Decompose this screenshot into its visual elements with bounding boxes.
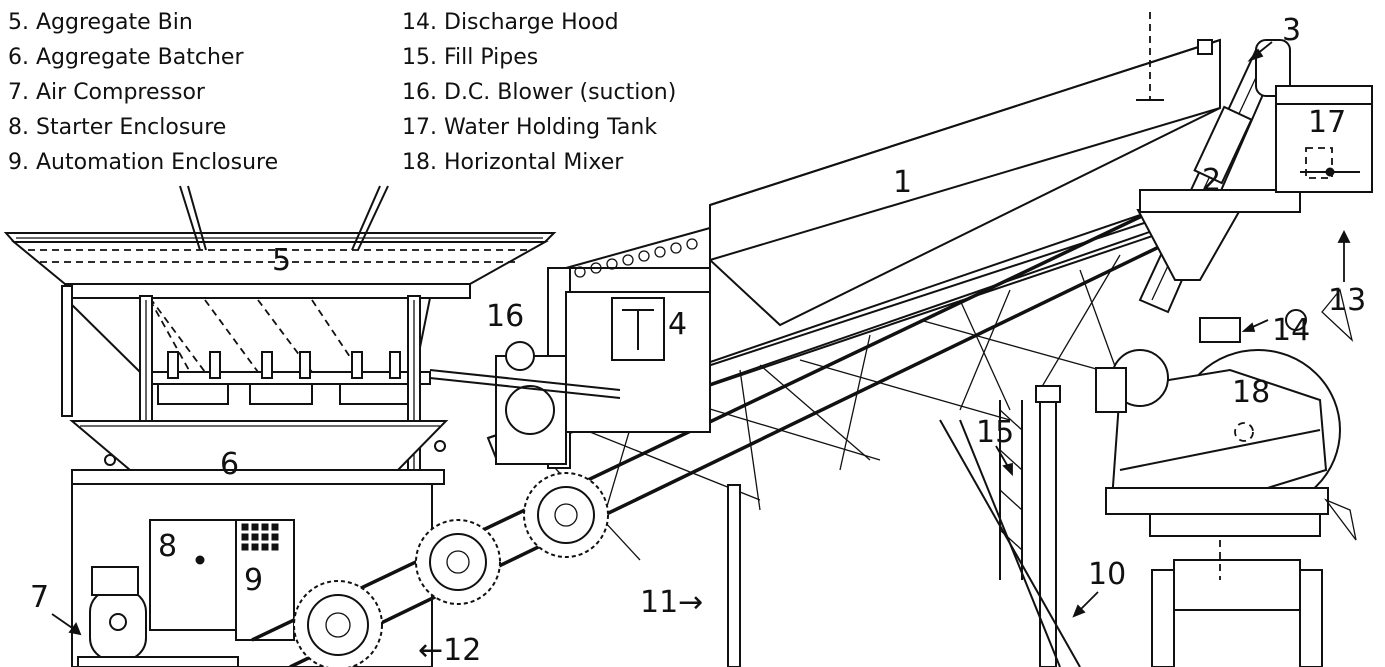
pointer-arrows bbox=[51, 41, 1351, 636]
legend-item-7: 7. Air Compressor bbox=[8, 80, 206, 105]
callout-13: 13 bbox=[1328, 283, 1366, 318]
callouts: 1 2 3 4 5 6 7 8 9 10 11→ ←12 13 14 15 16… bbox=[30, 13, 1366, 667]
callout-15: 15 bbox=[976, 415, 1014, 450]
aggregate-bin bbox=[3, 185, 557, 405]
legend-item-9: 9. Automation Enclosure bbox=[8, 150, 278, 175]
air-compressor bbox=[77, 566, 239, 667]
callout-18: 18 bbox=[1232, 375, 1270, 410]
legend: 5. Aggregate Bin 6. Aggregate Batcher 7.… bbox=[8, 10, 676, 175]
callout-11: 11→ bbox=[640, 585, 703, 620]
callout-1: 1 bbox=[893, 165, 912, 200]
dc-blower bbox=[429, 341, 621, 465]
legend-item-17: 17. Water Holding Tank bbox=[402, 115, 657, 140]
callout-4: 4 bbox=[668, 307, 687, 342]
callout-2: 2 bbox=[1202, 163, 1221, 198]
legend-item-15: 15. Fill Pipes bbox=[402, 45, 538, 70]
callout-7: 7 bbox=[30, 580, 49, 615]
callout-3: 3 bbox=[1282, 13, 1301, 48]
callout-6: 6 bbox=[220, 447, 239, 482]
legend-item-6: 6. Aggregate Batcher bbox=[8, 45, 244, 70]
wheel bbox=[415, 519, 501, 605]
callout-8: 8 bbox=[158, 529, 177, 564]
legend-item-5: 5. Aggregate Bin bbox=[8, 10, 193, 35]
callout-17: 17 bbox=[1308, 105, 1346, 140]
wheel bbox=[293, 580, 383, 667]
legend-item-16: 16. D.C. Blower (suction) bbox=[402, 80, 676, 105]
screw-conveyor bbox=[1136, 39, 1301, 314]
legend-item-18: 18. Horizontal Mixer bbox=[402, 150, 624, 175]
callout-12: ←12 bbox=[418, 633, 481, 667]
horizontal-mixer bbox=[1095, 288, 1357, 667]
legend-item-8: 8. Starter Enclosure bbox=[8, 115, 226, 140]
dust-collector bbox=[547, 226, 711, 469]
callout-5: 5 bbox=[272, 243, 291, 278]
callout-16: 16 bbox=[486, 299, 524, 334]
callout-14: 14 bbox=[1272, 313, 1310, 348]
callout-9: 9 bbox=[244, 563, 263, 598]
conveyor-legs bbox=[727, 385, 1081, 667]
wheel bbox=[523, 472, 609, 558]
legend-item-14: 14. Discharge Hood bbox=[402, 10, 619, 35]
callout-10: 10 bbox=[1088, 557, 1126, 592]
water-holding-tank bbox=[1275, 85, 1373, 193]
